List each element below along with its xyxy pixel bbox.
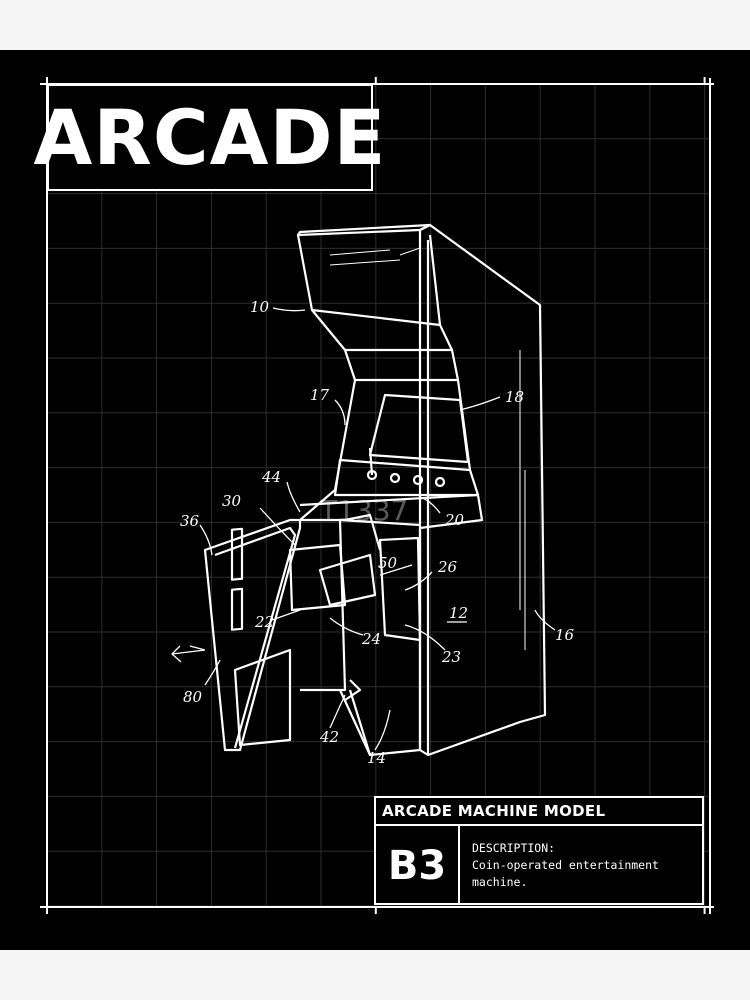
info-heading: ARCADE MACHINE MODEL — [376, 798, 702, 826]
reference-labels: 10 17 18 44 20 30 36 50 26 12 22 24 23 1… — [180, 298, 575, 767]
frame-ticks — [46, 77, 706, 914]
ref-18: 18 — [505, 388, 524, 406]
ref-26: 26 — [437, 558, 458, 576]
frame — [40, 78, 714, 914]
ref-10: 10 — [250, 298, 270, 316]
poster: 10 17 18 44 20 30 36 50 26 12 22 24 23 1… — [0, 50, 750, 950]
description-line-2: machine. — [472, 875, 528, 889]
ref-42: 42 — [319, 728, 339, 746]
leader-lines — [171, 307, 556, 751]
description-label: DESCRIPTION: — [472, 841, 556, 855]
ref-36: 36 — [180, 512, 200, 530]
ref-24: 24 — [361, 630, 381, 648]
info-box: ARCADE MACHINE MODEL B3 DESCRIPTION: Coi… — [374, 796, 704, 905]
ref-80: 80 — [183, 688, 203, 706]
model-code: B3 — [376, 826, 460, 905]
ref-12: 12 — [449, 604, 468, 622]
arcade-cabinet-illustration — [203, 223, 547, 757]
blueprint-drawing: 10 17 18 44 20 30 36 50 26 12 22 24 23 1… — [40, 77, 714, 914]
watermark: T1337 — [319, 494, 408, 527]
ref-22: 22 — [254, 613, 274, 631]
ref-20: 20 — [444, 511, 465, 529]
description-line-1: Coin-operated entertainment — [472, 858, 659, 872]
ref-14: 14 — [367, 749, 386, 767]
ref-17: 17 — [310, 386, 330, 404]
ref-30: 30 — [222, 492, 242, 510]
ref-44: 44 — [261, 468, 281, 486]
title-box: ARCADE — [34, 84, 385, 191]
ref-23: 23 — [441, 648, 461, 666]
description: DESCRIPTION: Coin-operated entertainment… — [460, 826, 659, 905]
ref-50: 50 — [378, 554, 398, 572]
ref-16: 16 — [555, 626, 575, 644]
page-title: ARCADE — [33, 92, 387, 182]
